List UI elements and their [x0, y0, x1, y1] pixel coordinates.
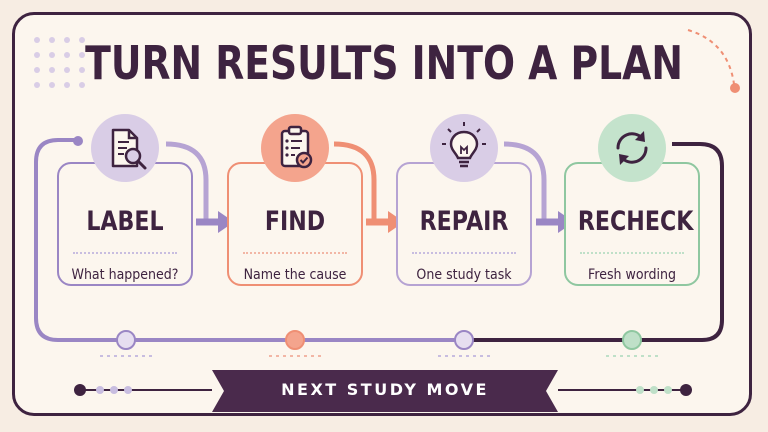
- banner-ribbon: [212, 370, 558, 412]
- bottom-dot-right: [680, 384, 692, 396]
- refresh-arrows-icon: [598, 114, 666, 182]
- step-title: RECHECK: [577, 206, 694, 237]
- step-title: FIND: [264, 206, 326, 237]
- document-magnifier-icon: [91, 114, 159, 182]
- track-node-2: [285, 330, 305, 350]
- track-node-1: [116, 330, 136, 350]
- step-caption: Name the cause: [243, 267, 347, 283]
- loop-track-left: [34, 138, 460, 342]
- loop-start-dot: [73, 136, 83, 146]
- bottom-dot-b: [110, 386, 118, 394]
- track-node-4: [622, 330, 642, 350]
- connector-3: [503, 141, 547, 222]
- clipboard-check-icon: [261, 114, 329, 182]
- step-divider: [412, 252, 516, 254]
- step-card-recheck: RECHECK Fresh wording: [564, 162, 700, 286]
- connector-2: [333, 141, 377, 222]
- step-card-label: LABEL What happened?: [57, 162, 193, 286]
- bottom-dot-d: [636, 386, 644, 394]
- step-caption: What happened?: [71, 267, 179, 283]
- page-title: TURN RESULTS INTO A PLAN: [85, 36, 683, 90]
- arrow-1: [196, 211, 234, 233]
- bottom-dot-e: [650, 386, 658, 394]
- bottom-dot-a: [96, 386, 104, 394]
- step-caption: Fresh wording: [587, 267, 677, 283]
- step-caption: One study task: [416, 267, 512, 283]
- step-divider: [580, 252, 684, 254]
- step-title: LABEL: [86, 206, 164, 237]
- bottom-dot-f: [664, 386, 672, 394]
- connector-1: [165, 141, 209, 222]
- step-card-repair: REPAIR One study task: [396, 162, 532, 286]
- bottom-dot-left: [74, 384, 86, 396]
- loop-track-right: [460, 142, 724, 342]
- step-title: REPAIR: [419, 206, 509, 237]
- step-divider: [243, 252, 347, 254]
- arc-end-dot: [730, 83, 740, 93]
- dot-grid: [34, 37, 85, 88]
- banner-label: NEXT STUDY MOVE: [281, 380, 489, 399]
- step-card-find: FIND Name the cause: [227, 162, 363, 286]
- dashed-arc: [687, 29, 735, 85]
- track-node-3: [454, 330, 474, 350]
- bottom-dot-c: [124, 386, 132, 394]
- step-divider: [73, 252, 177, 254]
- lightbulb-icon: [430, 114, 498, 182]
